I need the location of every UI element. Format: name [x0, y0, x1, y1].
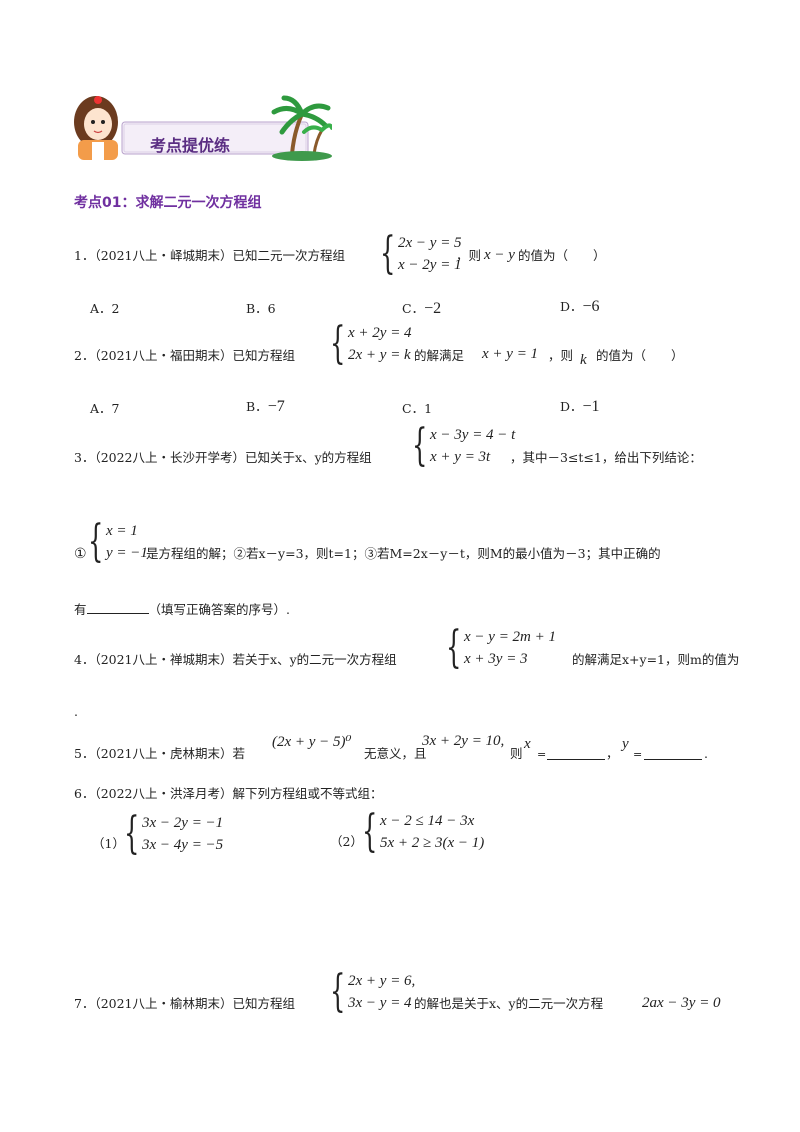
q5-prefix: 5．（2021八上・虎林期末）若 — [74, 746, 246, 761]
q6-p1-eq1: 3x − 2y = −1 — [142, 815, 224, 831]
q2-mid2: ，则 — [548, 348, 574, 363]
q3-suffix: ，其中－3≤t≤1，给出下列结论： — [510, 450, 702, 465]
section-heading: 考点01：求解二元一次方程组 — [74, 195, 262, 211]
q6-p2-eq1: x − 2 ≤ 14 − 3x — [380, 813, 475, 829]
q5-mid2: 则 — [510, 746, 523, 761]
q5-x-blank[interactable] — [547, 746, 605, 760]
q5-cond: 3x + 2y = 10, — [422, 733, 505, 749]
q5-x: x — [524, 736, 531, 752]
q7-eq2: 3x − y = 4 — [348, 995, 412, 1011]
q3-circle-1: ① — [74, 546, 87, 562]
q6-p1-eq2: 3x − 4y = −5 — [142, 837, 224, 853]
q6-part2-label: （2） — [330, 834, 363, 849]
q1-option-d: D．−6 — [560, 298, 600, 315]
q4-eq2: x + 3y = 3 — [464, 651, 528, 667]
q2-suffix: 的值为（ ） — [596, 348, 684, 363]
q2-option-c: C．1 — [402, 401, 433, 416]
q2-eq2: 2x + y = k — [348, 347, 411, 363]
q4-eq1: x − y = 2m + 1 — [464, 629, 557, 645]
q5-eq-x: = — [537, 748, 547, 761]
section-banner: 考点提优练 — [70, 92, 334, 162]
q7-eq1: 2x + y = 6, — [348, 973, 416, 989]
q1-option-c: C．−2 — [402, 300, 442, 317]
q1-eq2: x − 2y = 1 — [398, 257, 462, 273]
q3-sol1: x = 1 — [106, 523, 138, 539]
q2-option-a: A．7 — [90, 401, 120, 416]
q3-line2: 是方程组的解；②若x－y=3，则t=1；③若M=2x－y－t，则M的最小值为－3… — [146, 546, 661, 561]
q5-y: y — [622, 736, 629, 752]
q3-sol2: y = −1 — [106, 545, 148, 561]
banner-title: 考点提优练 — [150, 136, 231, 155]
q2-mid: 的解满足 — [414, 348, 465, 363]
q1-mid: ，则 — [456, 248, 482, 263]
q2-eq1: x + 2y = 4 — [348, 325, 412, 341]
q2-option-d: D．−1 — [560, 398, 600, 415]
q2-var: k — [580, 352, 587, 368]
q5-comma: ， — [606, 746, 619, 761]
q1-option-a: A．2 — [90, 301, 120, 316]
q6-prefix: 6．（2022八上・洪泽月考）解下列方程组或不等式组： — [74, 786, 383, 801]
q5-eq-y: = — [633, 748, 643, 761]
q3-answer-blank[interactable] — [86, 600, 149, 614]
q7-suffix: 的解也是关于x、y的二元一次方程 — [414, 996, 604, 1011]
q4-prefix: 4．（2021八上・禅城期末）若关于x、y的二元一次方程组 — [74, 652, 397, 667]
q1-option-b: B．6 — [246, 301, 276, 316]
q5-mid: 无意义，且 — [364, 746, 427, 761]
q1-eq1: 2x − y = 5 — [398, 235, 462, 251]
q2-prefix: 2．（2021八上・福田期末）已知方程组 — [74, 348, 296, 363]
q7-prefix: 7．（2021八上・榆林期末）已知方程组 — [74, 996, 296, 1011]
q3-prefix: 3．（2022八上・长沙开学考）已知关于x、y的方程组 — [74, 450, 372, 465]
q1-expr: x − y — [484, 247, 515, 263]
q3-eq2: x + y = 3t — [430, 449, 491, 465]
q5-expr: (2x + y − 5)⁰ — [272, 734, 352, 750]
q3-line3: 有（填写正确答案的序号）. — [74, 600, 290, 617]
girl-cartoon-icon — [74, 96, 118, 160]
q4-suffix: 的解满足x+y=1，则m的值为 — [572, 652, 740, 667]
banner-illustration — [74, 95, 334, 161]
q5-end: . — [704, 746, 708, 761]
q1-prefix: 1．（2021八上・峄城期末）已知二元一次方程组 — [74, 248, 346, 263]
palm-tree-icon — [271, 95, 334, 161]
q2-cond: x + y = 1 — [482, 346, 539, 362]
q1-suffix: 的值为（ ） — [518, 248, 606, 263]
q5-y-blank[interactable] — [644, 746, 702, 760]
q7-system: { 2x + y = 6,3x − y = 4 — [330, 966, 416, 1017]
q3-eq1: x − 3y = 4 − t — [430, 427, 516, 443]
q7-eq: 2ax − 3y = 0 — [642, 995, 721, 1011]
q6-part1-label: （1） — [92, 836, 125, 851]
q6-p2-eq2: 5x + 2 ≥ 3(x − 1) — [380, 835, 485, 851]
q4-tail: . — [74, 704, 78, 719]
q2-option-b: B．−7 — [246, 398, 285, 415]
